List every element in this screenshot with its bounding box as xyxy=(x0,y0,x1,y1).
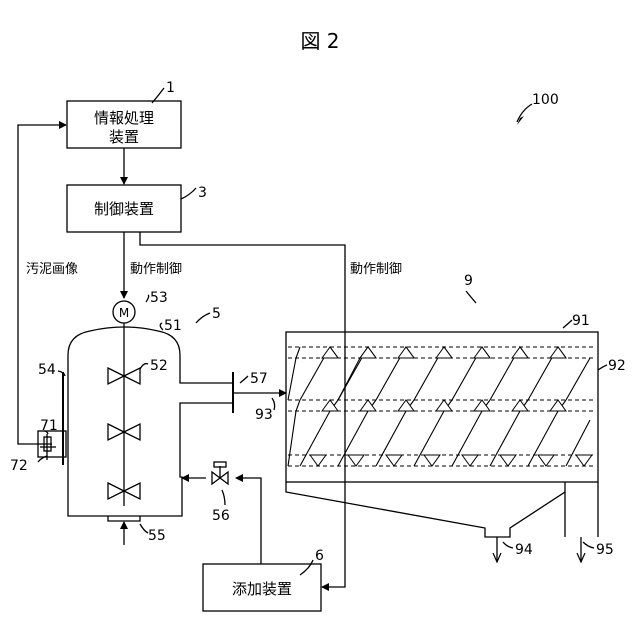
ref-95: 95 xyxy=(596,542,614,558)
sludge-image-label: 汚泥画像 xyxy=(26,262,78,277)
control-to-additive-line xyxy=(140,232,345,587)
ref-93: 93 xyxy=(255,407,273,423)
ref-52: 52 xyxy=(150,358,168,374)
motion-control-label-right: 動作制御 xyxy=(350,262,402,277)
ref-91: 91 xyxy=(572,313,590,329)
ref-72: 72 xyxy=(10,458,28,474)
info-box-label-line2: 装置 xyxy=(109,128,139,146)
sludge-image-line xyxy=(18,125,66,444)
motor-icon: M xyxy=(119,306,129,320)
ref-additive: 6 xyxy=(315,548,324,564)
ref-51: 51 xyxy=(164,318,182,334)
additive-feed-line xyxy=(236,478,261,564)
ref-control: 3 xyxy=(198,185,207,201)
control-box-label: 制御装置 xyxy=(94,200,154,218)
ref-5: 5 xyxy=(212,306,221,322)
ref-92: 92 xyxy=(608,358,626,374)
figure-title: 図 2 xyxy=(300,29,339,53)
ref-71: 71 xyxy=(40,418,58,434)
ref-info: 1 xyxy=(166,80,175,96)
motion-control-label-left: 動作制御 xyxy=(130,262,182,277)
ref-94: 94 xyxy=(515,542,533,558)
info-box-label-line1: 情報処理 xyxy=(94,109,154,127)
ref-54: 54 xyxy=(38,362,56,378)
tank-body xyxy=(68,327,233,516)
ref-system: 100 xyxy=(532,92,559,108)
thickener-hopper xyxy=(286,482,565,537)
ref-55: 55 xyxy=(148,528,166,544)
ref-56: 56 xyxy=(212,508,230,524)
additive-box-label: 添加装置 xyxy=(232,580,292,598)
ref-57: 57 xyxy=(250,371,268,387)
ref-53: 53 xyxy=(150,290,168,306)
ref-9: 9 xyxy=(464,273,473,289)
